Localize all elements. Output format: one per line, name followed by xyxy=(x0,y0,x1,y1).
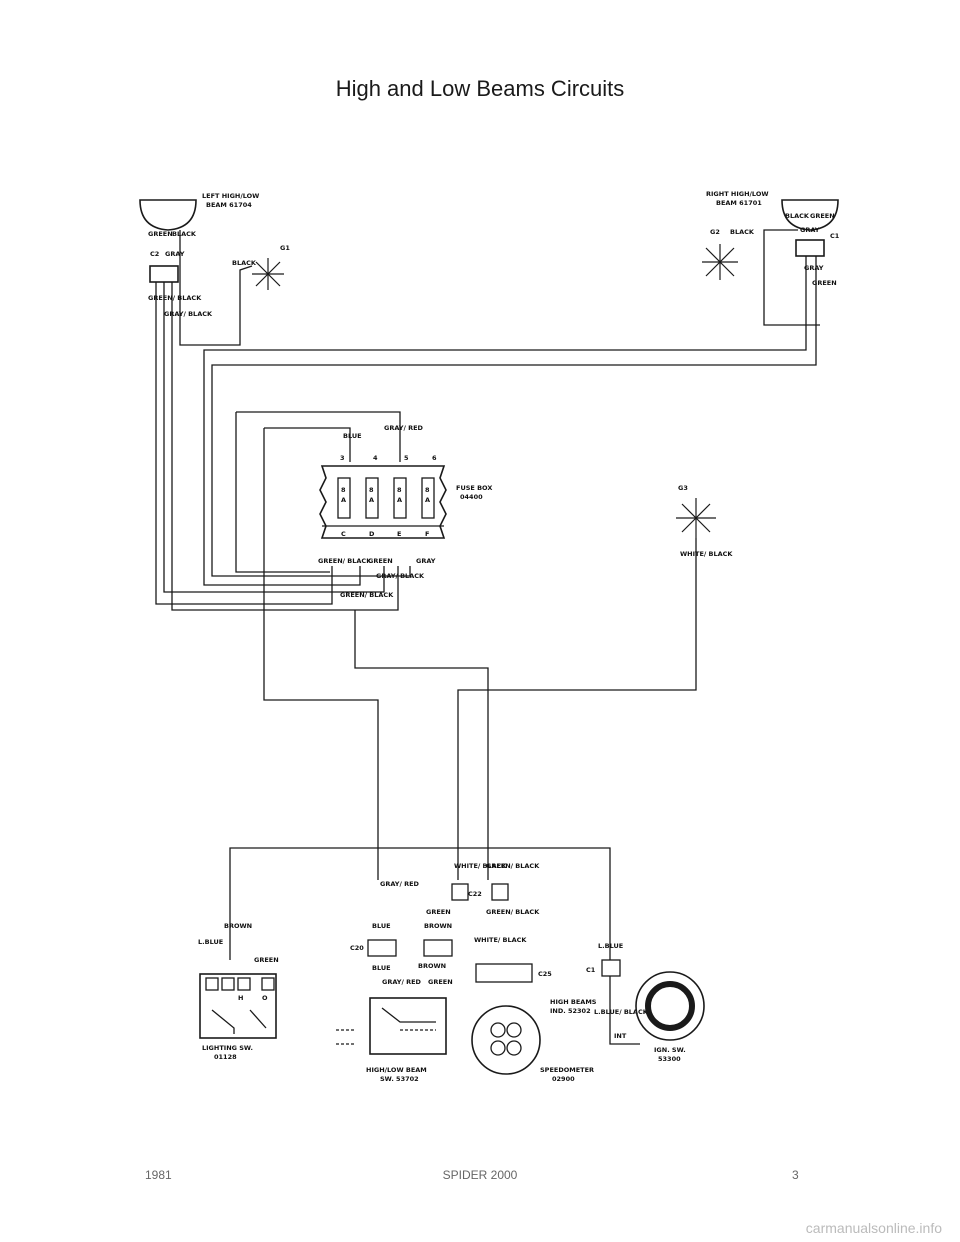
fuse-letter-e: E xyxy=(397,530,401,538)
right-beam-label-2: BEAM 61701 xyxy=(716,199,762,207)
left-green-label: GREEN xyxy=(148,230,173,238)
hb-ind-label-2: IND. 52302 xyxy=(550,1007,591,1015)
fuse-rating-3: 8 xyxy=(397,486,402,494)
fuse-letter-d: D xyxy=(369,530,375,538)
c-white-black2-label: WHITE/ BLACK xyxy=(474,936,527,944)
ls-green-label: GREEN xyxy=(254,956,279,964)
connectors-c21-c22: WHITE/ BLACK GREEN/ BLACK C22 GREEN/ BLA… xyxy=(451,862,540,944)
g2-ground: G2 BLACK xyxy=(702,228,755,280)
right-green2-label: GREEN xyxy=(812,279,837,287)
fuse-num-4: 4 xyxy=(373,454,378,462)
ign-lblue-label: L.BLUE xyxy=(598,942,623,950)
fuse-gb-label: GREEN/ BLACK xyxy=(318,557,372,565)
ls-brown-label: BROWN xyxy=(224,922,252,930)
fuse-letter-c: C xyxy=(341,530,346,538)
right-beam-label-1: RIGHT HIGH/LOW xyxy=(706,190,769,198)
g3-label: G3 xyxy=(678,484,688,492)
diagram-title: High and Low Beams Circuits xyxy=(335,76,625,101)
c-green-black-label: GREEN/ BLACK xyxy=(486,862,540,870)
g2-label: G2 xyxy=(710,228,720,236)
g3-white-black-label: WHITE/ BLACK xyxy=(680,550,733,558)
right-c1-label: C1 xyxy=(830,232,840,240)
ign-int-label: INT xyxy=(614,1032,627,1040)
g1-label: G1 xyxy=(280,244,290,252)
ls-label-2: 01128 xyxy=(214,1053,237,1061)
ign-label-2: 53300 xyxy=(658,1055,681,1063)
fuse-num-6: 6 xyxy=(432,454,437,462)
g2-black-label: BLACK xyxy=(730,228,755,236)
lighting-switch: BROWN L.BLUE GREEN H O LIGHTING SW. 0112… xyxy=(198,922,279,1061)
fuse-num-5: 5 xyxy=(404,454,409,462)
footer-year: 1981 xyxy=(145,1168,172,1182)
hl-green-label: GREEN xyxy=(426,908,451,916)
left-headlamp: LEFT HIGH/LOW BEAM 61704 GREEN BLACK C2 … xyxy=(139,192,259,318)
left-c2-label: C2 xyxy=(150,250,159,258)
ign-switch: L.BLUE C1 L.BLUE/ BLACK INT IGN. SW. 533… xyxy=(586,942,705,1063)
left-gray-label: GRAY xyxy=(165,250,185,258)
watermark: carmanualsonline.info xyxy=(805,1220,942,1236)
left-black-label: BLACK xyxy=(172,230,197,238)
right-gray2-label: GRAY xyxy=(804,264,824,272)
speedometer: C25 HIGH BEAMS IND. 52302 SPEEDOMETER 02… xyxy=(471,963,597,1083)
fuse-rating-2: 8 xyxy=(369,486,374,494)
left-beam-label-1: LEFT HIGH/LOW xyxy=(202,192,259,200)
right-gray-label: GRAY xyxy=(800,226,820,234)
g1-black-label: BLACK xyxy=(232,259,257,267)
left-gray-black-label: GRAY/ BLACK xyxy=(164,310,213,318)
hl-brown-label: BROWN xyxy=(424,922,452,930)
left-green-black-label: GREEN/ BLACK xyxy=(148,294,202,302)
ls-lblue-label: L.BLUE xyxy=(198,938,223,946)
hl-label-2: SW. 53702 xyxy=(380,1075,419,1083)
right-headlamp: RIGHT HIGH/LOW BEAM 61701 BLACK GREEN GR… xyxy=(706,190,840,287)
g3-ground: G3 WHITE/ BLACK xyxy=(676,484,733,558)
footer-model: SPIDER 2000 xyxy=(442,1168,518,1182)
hl-c20-label: C20 xyxy=(350,944,364,952)
ls-pos-h: H xyxy=(238,994,243,1002)
left-beam-label-2: BEAM 61704 xyxy=(206,201,252,209)
right-black-label: BLACK xyxy=(785,212,810,220)
fuse-box-label-1: FUSE BOX xyxy=(456,484,492,492)
hl-gray-red-label: GRAY/ RED xyxy=(380,880,420,888)
ls-pos-o: O xyxy=(262,994,268,1002)
fuse-gray-red-label: GRAY/ RED xyxy=(384,424,424,432)
fuse-green-label: GREEN xyxy=(368,557,393,565)
ign-label-1: IGN. SW. xyxy=(654,1046,686,1054)
hl-green2-label: GREEN xyxy=(428,978,453,986)
fuse-unit-2: A xyxy=(369,496,374,504)
hb-ind-label-1: HIGH BEAMS xyxy=(550,998,597,1006)
highlow-switch: GRAY/ RED GREEN BLUE BROWN C20 BLUE BROW… xyxy=(336,880,453,1083)
fuse-unit-4: A xyxy=(425,496,430,504)
hl-label-1: HIGH/LOW BEAM xyxy=(366,1066,427,1074)
c-white-black-label: WHITE/ BLACK xyxy=(454,862,507,870)
right-green-label: GREEN xyxy=(810,212,835,220)
speedometer-label: SPEEDOMETER xyxy=(540,1066,594,1074)
hl-blue-label: BLUE xyxy=(372,922,391,930)
fuse-unit-3: A xyxy=(397,496,402,504)
fuse-num-3: 3 xyxy=(340,454,345,462)
fuse-gb2-label: GREEN/ BLACK xyxy=(340,591,394,599)
ign-lblue-black-label: L.BLUE/ BLACK xyxy=(594,1008,649,1016)
hl-brown2-label: BROWN xyxy=(418,962,446,970)
c22-label: C22 xyxy=(468,890,482,898)
ign-c1-label: C1 xyxy=(586,966,596,974)
fuse-box: BLUE GRAY/ RED 3 4 5 6 8 8 8 8 A A A A C… xyxy=(318,424,492,599)
fuse-letter-f: F xyxy=(425,530,429,538)
fuse-rating-1: 8 xyxy=(341,486,346,494)
hl-gray-red2-label: GRAY/ RED xyxy=(382,978,422,986)
fuse-blue-label: BLUE xyxy=(343,432,362,440)
c-green-black2-label: GREEN/ BLACK xyxy=(486,908,540,916)
speedometer-code: 02900 xyxy=(552,1075,575,1083)
fuse-box-label-2: 04400 xyxy=(460,493,483,501)
c25-label: C25 xyxy=(538,970,552,978)
fuse-rating-4: 8 xyxy=(425,486,430,494)
footer-page: 3 xyxy=(792,1168,799,1182)
wires xyxy=(155,229,820,960)
hl-blue2-label: BLUE xyxy=(372,964,391,972)
fuse-gray-label: GRAY xyxy=(416,557,436,565)
ls-label-1: LIGHTING SW. xyxy=(202,1044,253,1052)
g1-ground: BLACK G1 xyxy=(232,244,290,290)
fuse-unit-1: A xyxy=(341,496,346,504)
